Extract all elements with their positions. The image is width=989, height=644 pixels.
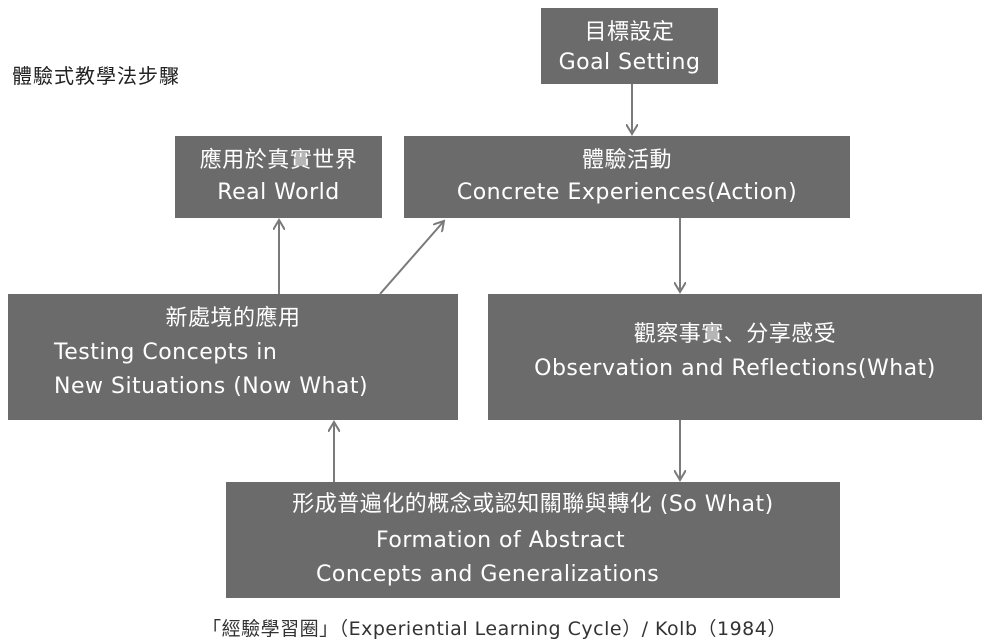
concrete-experiences-en-label: Concrete Experiences(Action)	[456, 180, 798, 205]
testing-concepts-zh-label: 新處境的應用	[165, 306, 301, 331]
testing-concepts-box: 新處境的應用 Testing Concepts in New Situation…	[8, 294, 458, 420]
observation-reflections-box: 觀察事實、分享感受 Observation and Reflections(Wh…	[488, 294, 982, 420]
goal-setting-box: 目標設定 Goal Setting	[541, 8, 718, 84]
arrow-testing-to-concrete	[379, 221, 444, 295]
formation-zh-label: 形成普遍化的概念或認知關聯與轉化 (So What)	[292, 492, 774, 517]
observation-reflections-zh-label: 觀察事實、分享感受	[633, 322, 837, 347]
page-title: 體驗式教學法步驟	[12, 64, 180, 88]
goal-setting-zh-label: 目標設定	[584, 20, 675, 45]
observation-reflections-en-label: Observation and Reflections(What)	[534, 356, 936, 381]
formation-en-line1: Formation of Abstract	[376, 528, 626, 553]
real-world-zh-label: 應用於真實世界	[199, 148, 358, 173]
figure-caption: 「經驗學習圈」（Experiential Learning Cycle）/ Ko…	[202, 618, 787, 640]
concrete-experiences-zh-label: 體驗活動	[581, 148, 672, 173]
real-world-box: 應用於真實世界 Real World	[175, 136, 382, 218]
concrete-experiences-box: 體驗活動 Concrete Experiences(Action)	[404, 136, 850, 218]
goal-setting-en-label: Goal Setting	[558, 50, 701, 75]
formation-abstract-concepts-box: 形成普遍化的概念或認知關聯與轉化 (So What) Formation of …	[226, 482, 840, 598]
testing-concepts-en-line2: New Situations (Now What)	[54, 374, 369, 399]
testing-concepts-en-line1: Testing Concepts in	[54, 340, 278, 365]
formation-en-line2: Concepts and Generalizations	[316, 562, 660, 587]
real-world-en-label: Real World	[217, 180, 340, 205]
